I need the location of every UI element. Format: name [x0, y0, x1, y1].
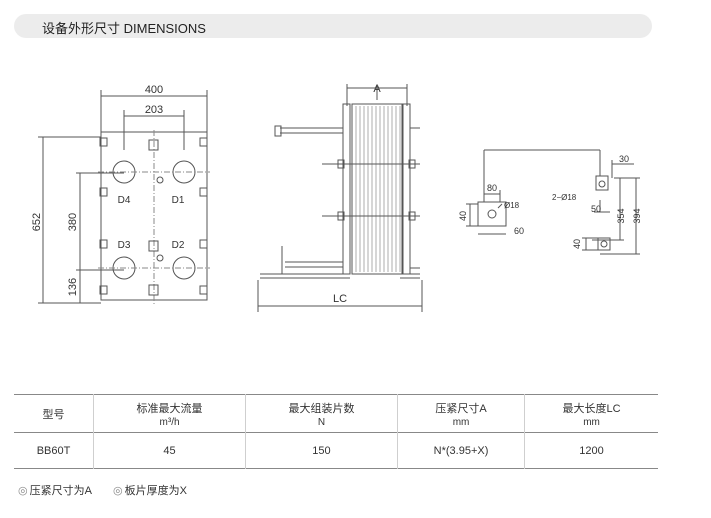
- dim-height: 652: [31, 213, 43, 231]
- note-item: ◎压紧尺寸为A: [18, 485, 92, 497]
- dim-port-spacing: 203: [145, 104, 163, 116]
- port-label-d3: D3: [118, 240, 131, 251]
- svg-text:2−Ø18: 2−Ø18: [552, 193, 577, 202]
- bullet-icon: ◎: [113, 485, 123, 497]
- note-item: ◎板片厚度为X: [113, 485, 187, 497]
- dim-vertical-spacing: 380: [67, 213, 79, 231]
- notes: ◎压紧尺寸为A ◎板片厚度为X: [18, 482, 205, 498]
- cell-compress: N*(3.95+X): [397, 432, 526, 469]
- cell-length: 1200: [579, 444, 604, 457]
- svg-text:60: 60: [514, 226, 524, 236]
- dim-compress-a: A: [373, 83, 381, 95]
- dim-length-lc: LC: [333, 293, 347, 305]
- cell-plates: 150: [245, 432, 398, 469]
- section-header: 设备外形尺寸 DIMENSIONS: [14, 14, 652, 38]
- svg-text:30: 30: [619, 154, 629, 164]
- svg-text:40: 40: [572, 239, 582, 249]
- svg-text:354: 354: [616, 208, 626, 223]
- header-model: 型号: [14, 394, 95, 433]
- dim-bottom-offset: 136: [67, 278, 79, 296]
- svg-text:Ø18: Ø18: [504, 201, 520, 210]
- dim-width: 400: [145, 84, 163, 96]
- cell-flow: 45: [93, 432, 247, 469]
- port-label-d1: D1: [172, 195, 185, 206]
- svg-text:80: 80: [487, 183, 497, 193]
- svg-text:40: 40: [458, 211, 468, 221]
- port-label-d4: D4: [118, 195, 131, 206]
- cell-model: BB60T: [14, 432, 95, 469]
- frame-plate: [342, 103, 351, 275]
- bullet-icon: ◎: [18, 485, 28, 497]
- svg-text:394: 394: [632, 208, 642, 223]
- pressure-plate: [402, 103, 411, 275]
- port-label-d2: D2: [172, 240, 185, 251]
- svg-text:50: 50: [591, 204, 601, 214]
- section-title: 设备外形尺寸 DIMENSIONS: [42, 21, 206, 36]
- dimension-drawing: 400 203 652 380 136 D4 D1 D3 D2 A LC 80 …: [31, 83, 642, 312]
- table-row: BB60T 45 150 N*(3.95+X) 1200: [14, 432, 658, 469]
